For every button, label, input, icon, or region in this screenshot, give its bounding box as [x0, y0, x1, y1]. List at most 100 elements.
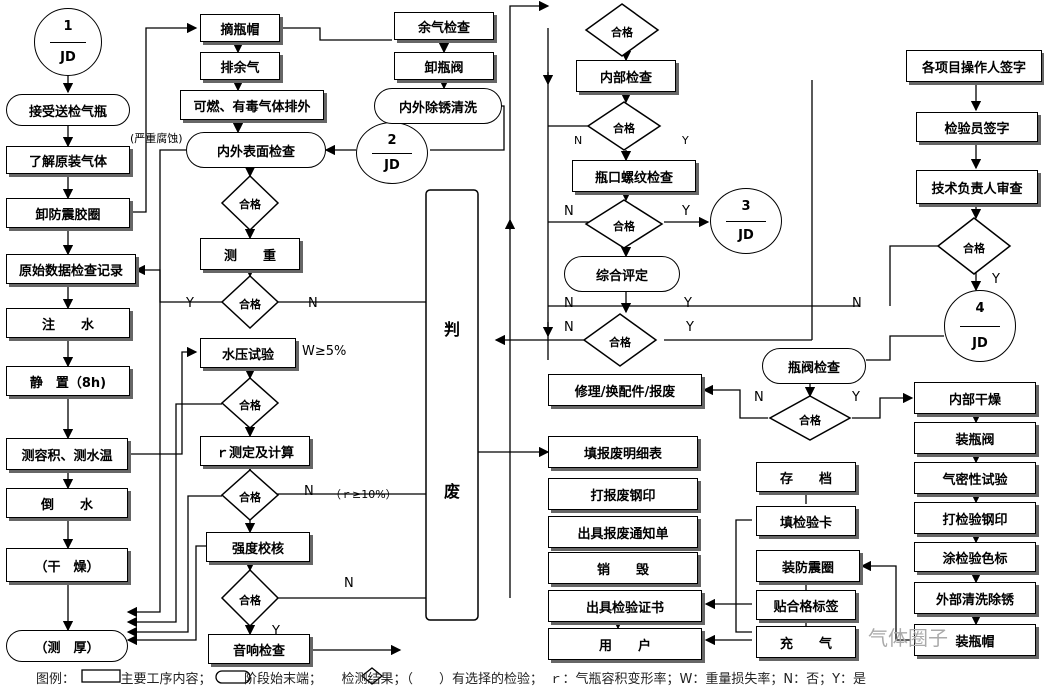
- diamond-label: 合格: [609, 336, 631, 349]
- diamond-label: 合格: [239, 594, 261, 607]
- terminal-2-circle: 2 JD: [356, 122, 428, 184]
- step-measure: ｒ测定及计算: [200, 436, 310, 466]
- step-tech-review: 技术负责人审查: [916, 170, 1038, 204]
- step-record: 原始数据检查记录: [6, 254, 136, 284]
- yes-label: Y: [186, 296, 194, 311]
- hydro-note: W≥5%: [302, 344, 347, 359]
- step-leak-test: 气密性试验: [914, 462, 1036, 494]
- no-label: N: [564, 204, 574, 219]
- step-fill-water: 注 水: [6, 308, 130, 338]
- step-fill-card: 填检验卡: [756, 506, 856, 536]
- step-repair: 修理/换配件/报废: [548, 374, 702, 406]
- diamond-thread: [584, 199, 664, 249]
- step-install-cap: 装瓶帽: [914, 624, 1036, 656]
- judge-box: [425, 189, 479, 621]
- diamond-eval: [582, 313, 658, 367]
- step-volume: 测容积、测水温: [6, 438, 128, 470]
- step-inner-check: 内部检查: [576, 60, 676, 92]
- measure-note: （ｒ≥10%）: [330, 488, 397, 501]
- step-unload-valve: 卸瓶阀: [394, 52, 494, 80]
- diamond-residual: [584, 3, 660, 57]
- step-surface: 内外表面检查: [186, 132, 326, 168]
- step-thread-check: 瓶口螺纹检查: [572, 160, 696, 192]
- diamond-label: 合格: [963, 242, 985, 255]
- diamond-label: 合格: [613, 122, 635, 135]
- step-destroy: 销 毁: [548, 552, 698, 584]
- diamond-hydro: [220, 376, 280, 430]
- diamond-label: 合格: [611, 26, 633, 39]
- no-label: N: [574, 134, 583, 147]
- step-weigh: 测 重: [200, 238, 300, 270]
- step-valve-check: 瓶阀检查: [762, 348, 866, 384]
- legend: 图例： 主要工序内容； 阶段始末端； 检测结果；（ ）有选择的检验； ｒ：气瓶容…: [36, 672, 867, 686]
- no-label: N: [564, 320, 574, 335]
- step-sound: 音响检查: [208, 634, 310, 664]
- diamond-label: 合格: [239, 491, 261, 504]
- step-receive: 接受送检气瓶: [6, 94, 130, 126]
- judge-label-top: 判: [444, 320, 461, 339]
- step-scrap-notice: 出具报废通知单: [548, 516, 698, 548]
- step-archive: 存 档: [756, 462, 856, 492]
- no-label: N: [344, 576, 354, 591]
- step-inner-dry: 内部干燥: [914, 382, 1036, 414]
- diamond-measure: [220, 468, 280, 522]
- step-remove-cap: 摘瓶帽: [200, 14, 280, 42]
- judge-label-bottom: 废: [444, 482, 461, 501]
- no-label: N: [754, 390, 764, 405]
- step-user: 用 户: [548, 628, 702, 660]
- terminal-1-circle: 1 JD: [34, 8, 102, 76]
- step-scrap-stamp: 打报废钢印: [548, 478, 698, 510]
- step-sign-inspector: 检验员签字: [916, 112, 1038, 142]
- step-vent: 排余气: [200, 52, 280, 80]
- yes-label: Y: [992, 272, 1000, 287]
- diamond-strength: [220, 568, 280, 628]
- step-inflate: 充 气: [756, 626, 856, 658]
- no-label: N: [564, 296, 574, 311]
- yes-label: Y: [272, 624, 280, 639]
- diamond-label: 合格: [613, 220, 635, 233]
- step-original-gas: 了解原装气体: [6, 146, 130, 174]
- diamond-label: 合格: [239, 198, 261, 211]
- step-install-ring: 装防震圈: [756, 550, 860, 582]
- diamond-tech: [936, 217, 1012, 275]
- step-dry: （干 燥）: [6, 548, 128, 582]
- step-stamp: 打检验钢印: [914, 502, 1036, 534]
- step-remove-ring: 卸防震胶圈: [6, 198, 130, 228]
- yes-label: Y: [682, 204, 690, 219]
- step-label: 贴合格标签: [756, 590, 856, 620]
- step-scrap-list: 填报废明细表: [548, 436, 698, 468]
- corrosion-note: (严重腐蚀): [130, 132, 183, 145]
- step-strength: 强度校核: [206, 532, 310, 562]
- terminal-4-circle: 4 JD: [944, 290, 1016, 362]
- watermark: 气体圈子: [868, 626, 948, 650]
- no-label: N: [308, 296, 318, 311]
- step-hydro: 水压试验: [200, 338, 296, 368]
- diamond-label: 合格: [799, 414, 821, 427]
- step-rest: 静 置（8h): [6, 366, 130, 396]
- diamond-valve: [768, 395, 852, 441]
- yes-label: Y: [686, 320, 694, 335]
- diamond-inner: [586, 101, 662, 151]
- yes-label: Y: [682, 134, 689, 147]
- step-certificate: 出具检验证书: [548, 590, 702, 622]
- diamond-surface: [220, 174, 280, 232]
- step-pour: 倒 水: [6, 488, 128, 518]
- step-residual: 余气检查: [394, 12, 494, 40]
- step-flammable: 可燃、有毒气体排外: [180, 90, 324, 120]
- diamond-label: 合格: [239, 298, 261, 311]
- step-outer-clean: 外部清洗除锈: [914, 582, 1036, 614]
- diamond-label: 合格: [239, 399, 261, 412]
- step-derust: 内外除锈清洗: [374, 88, 502, 124]
- step-thickness: （测 厚）: [6, 630, 128, 662]
- no-label: N: [852, 296, 862, 311]
- terminal-3-circle: 3 JD: [710, 188, 782, 254]
- step-evaluation: 综合评定: [564, 256, 680, 292]
- step-paint: 涂检验色标: [914, 542, 1036, 572]
- step-install-valve: 装瓶阀: [914, 422, 1036, 454]
- yes-label: Y: [852, 390, 860, 405]
- yes-label: Y: [684, 296, 692, 311]
- no-label: N: [304, 484, 314, 499]
- diamond-weigh: [220, 274, 280, 330]
